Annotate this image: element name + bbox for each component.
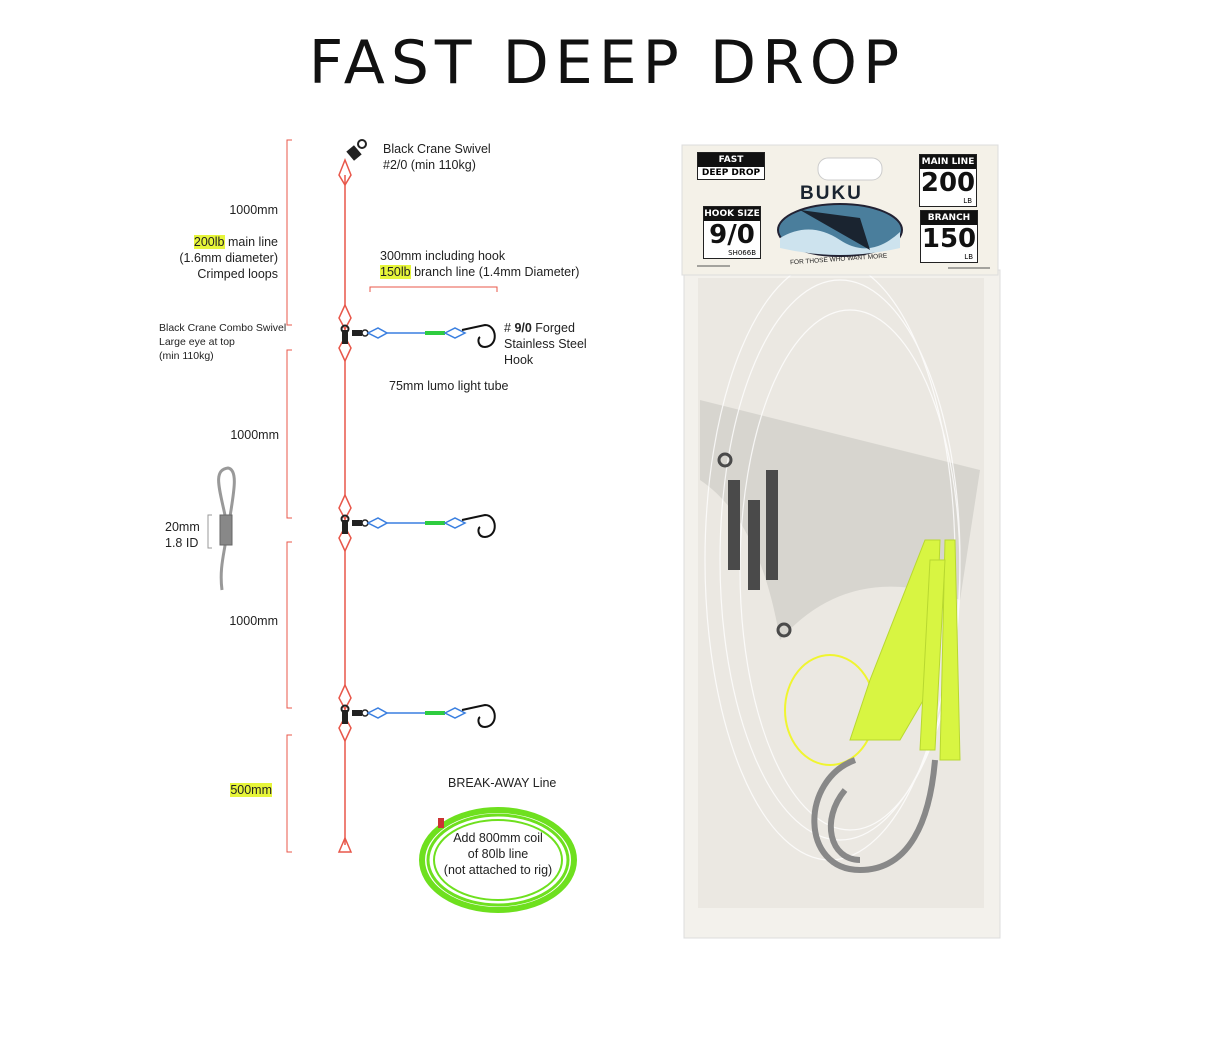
bottom-loop-icon bbox=[337, 836, 353, 853]
crimp-bracket bbox=[207, 514, 212, 549]
branch-junction-3 bbox=[338, 683, 496, 743]
bracket-seg4 bbox=[286, 734, 292, 853]
main-line-label: 200lb main line(1.6mm diameter)Crimped l… bbox=[179, 235, 278, 281]
top-swivel-label: Black Crane Swivel#2/0 (min 110kg) bbox=[383, 142, 491, 172]
brand-logo: BUKU bbox=[800, 183, 863, 204]
lumo-label: 75mm lumo light tube bbox=[389, 379, 509, 393]
top-swivel-icon bbox=[338, 139, 367, 187]
bracket-seg1 bbox=[286, 139, 292, 326]
junctions bbox=[338, 303, 496, 743]
seg1-length: 1000mm bbox=[229, 203, 278, 217]
breakaway-coil-icon bbox=[419, 807, 577, 913]
branch-junction-1 bbox=[338, 303, 496, 363]
package-image bbox=[681, 144, 1001, 939]
bracket-seg2 bbox=[286, 349, 292, 519]
seg2-length: 1000mm bbox=[230, 428, 279, 442]
crimp-loop-icon bbox=[217, 466, 236, 591]
seg3-length: 1000mm bbox=[229, 614, 278, 628]
seg4-length: 500mm bbox=[230, 783, 272, 797]
bracket-seg3 bbox=[286, 541, 292, 709]
bracket-branch bbox=[369, 286, 498, 292]
breakaway-title: BREAK-AWAY Line bbox=[448, 776, 557, 790]
page-title: FAST DEEP DROP bbox=[308, 28, 906, 98]
length-brackets bbox=[286, 139, 498, 853]
branch-junction-2 bbox=[338, 493, 496, 553]
